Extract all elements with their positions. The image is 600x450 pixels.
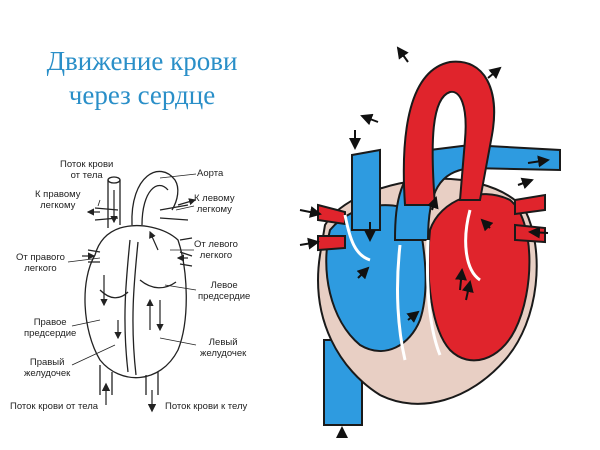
label-left-ventricle: Левый желудочек [200,337,247,359]
label-flow-from-body-top: Поток крови от тела [60,159,114,181]
colored-flow-arrows [299,46,550,438]
label-flow-from-body-bottom: Поток крови от тела [10,401,99,412]
title-line-2: через сердце [68,80,216,110]
schematic-leader-lines [67,173,197,366]
pulmonary-vein-right-top [514,193,546,216]
label-from-right-lung: От правого легкого [16,252,65,274]
left-atrium-ventricle [427,193,531,362]
label-left-atrium: Левое предсердие [198,280,251,302]
title-line-1: Движение крови [46,46,238,76]
pulmonary-vein-left-bottom [317,235,346,252]
label-from-left-lung: От левого легкого [194,239,238,261]
page-title: Движение крови через сердце [22,44,262,112]
label-to-right-lung: К правому легкому [35,189,81,211]
label-right-atrium: Правое предсердие [24,317,77,339]
superior-vena-cava [351,148,381,231]
label-right-ventricle: Правый желудочек [24,357,71,379]
label-flow-to-body: Поток крови к телу [165,401,248,412]
label-to-left-lung: К левому легкому [194,193,235,215]
label-aorta: Аорта [197,168,224,179]
schematic-flow-arrows [82,190,197,413]
aorta [402,60,496,206]
